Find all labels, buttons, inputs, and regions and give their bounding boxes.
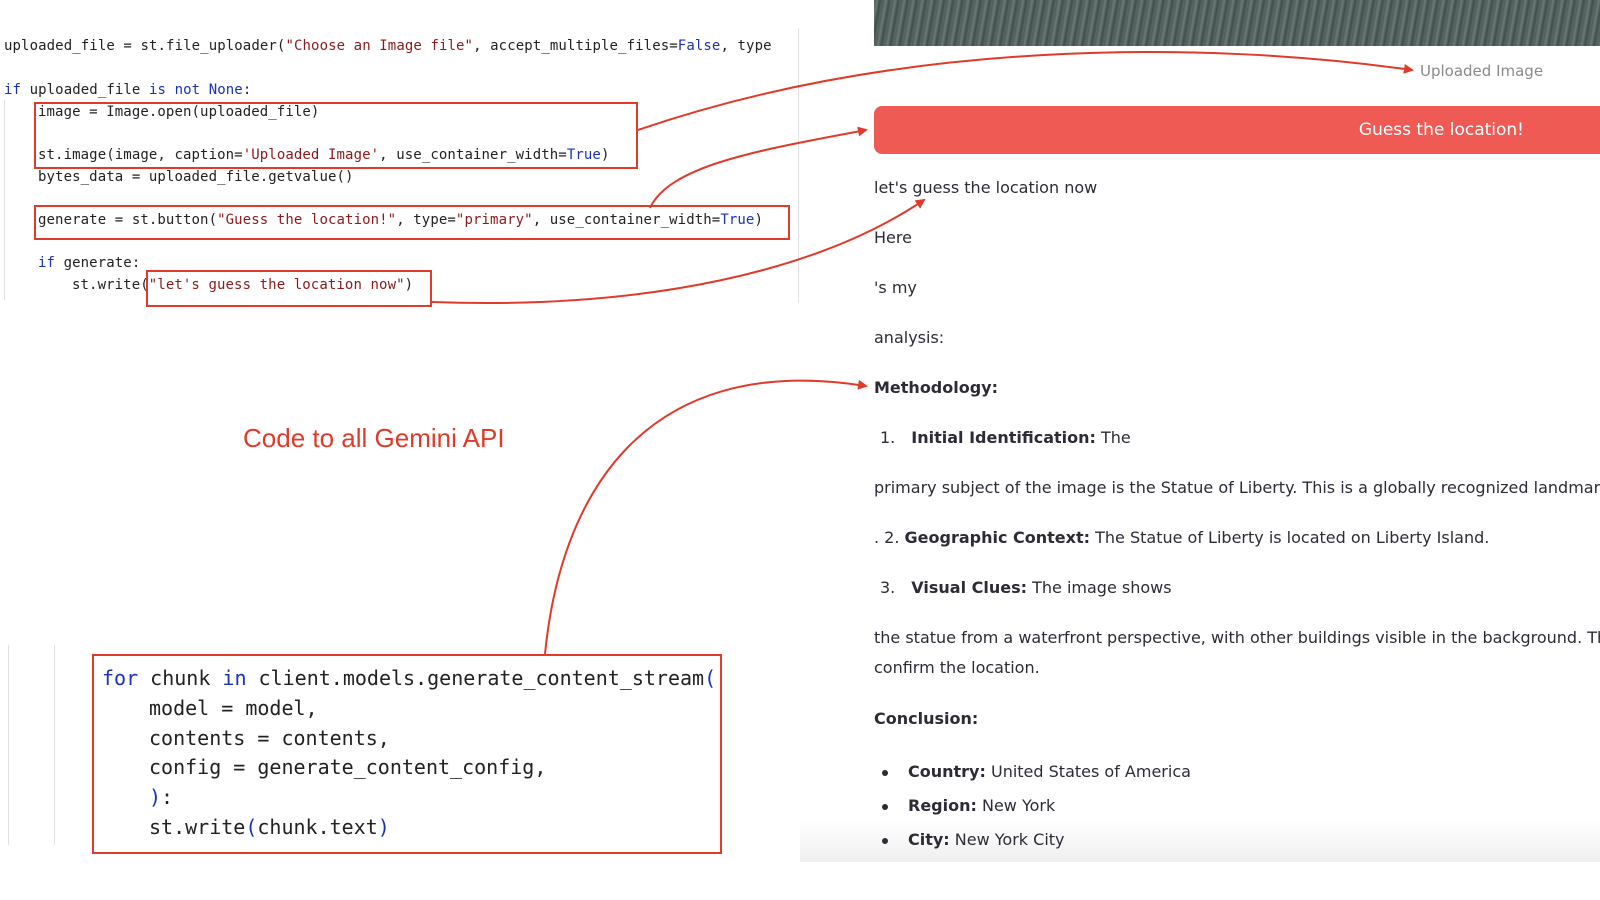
guess-location-button[interactable]: Guess the location! [874, 106, 1600, 154]
methodology-heading: Methodology: [874, 378, 999, 397]
code-line-model: model = model, [149, 696, 318, 720]
highlight-box-gemini-code [92, 654, 722, 854]
highlight-box-write-code [146, 270, 432, 307]
list-item-1: 1.Initial Identification: The [880, 428, 1131, 447]
code-line-config: config = generate_content_config, [149, 755, 547, 779]
list-item-3: 3.Visual Clues: The image shows [880, 578, 1172, 597]
output-line-primary-subject: primary subject of the image is the Stat… [874, 478, 1600, 497]
bullet-country: Country: United States of America [908, 762, 1191, 781]
output-line-waterfront: the statue from a waterfront perspective… [874, 628, 1600, 647]
code-line-st-write: st.write("let's guess the location now") [72, 277, 414, 293]
arrow-write-to-output [431, 198, 926, 305]
indent-guide [4, 100, 5, 300]
code-line-file-uploader: uploaded_file = st.file_uploader("Choose… [4, 38, 772, 54]
arrow-image-to-caption [637, 51, 1414, 131]
code-line-contents: contents = contents, [149, 726, 390, 750]
output-line-intro: let's guess the location now [874, 178, 1098, 197]
code-line-st-image: st.image(image, caption='Uploaded Image'… [38, 147, 610, 163]
bullet-dot [882, 838, 888, 844]
bullet-dot [882, 804, 888, 810]
app-panel-bottom-fade [800, 820, 1600, 862]
output-line-analysis: analysis: [874, 328, 945, 347]
indent-guide [8, 645, 9, 845]
conclusion-heading: Conclusion: [874, 709, 979, 728]
code-line-image-open: image = Image.open(uploaded_file) [38, 104, 320, 120]
code-line-generate-button: generate = st.button("Guess the location… [38, 212, 763, 228]
list-item-2: . 2. Geographic Context: The Statue of L… [874, 528, 1490, 547]
code-line-write-chunk: st.write(chunk.text) [149, 815, 390, 839]
image-caption: Uploaded Image [1420, 62, 1544, 80]
code-line-for-chunk: for chunk in client.models.generate_cont… [102, 666, 717, 690]
code-line-close-paren: ): [149, 785, 174, 809]
bullet-dot [882, 770, 888, 776]
gemini-api-label: Code to all Gemini API [243, 423, 505, 453]
arrow-button-to-guess-button [649, 126, 868, 209]
arrow-gemini-to-methodology [544, 379, 868, 655]
bullet-city: City: New York City [908, 830, 1065, 849]
output-line-here: Here [874, 228, 912, 247]
bullet-region: Region: New York [908, 796, 1056, 815]
highlight-box-image-code [34, 102, 638, 169]
code-line-if-uploaded: if uploaded_file is not None: [4, 82, 252, 98]
highlight-box-button-code [34, 205, 790, 240]
code-line-bytes-data: bytes_data = uploaded_file.getvalue() [38, 169, 354, 185]
output-line-confirm: confirm the location. [874, 658, 1040, 677]
uploaded-image-preview [874, 0, 1600, 46]
code-panel-edge [798, 28, 799, 303]
output-line-my: 's my [874, 278, 917, 297]
indent-guide [54, 645, 55, 845]
code-line-if-generate: if generate: [38, 255, 141, 271]
